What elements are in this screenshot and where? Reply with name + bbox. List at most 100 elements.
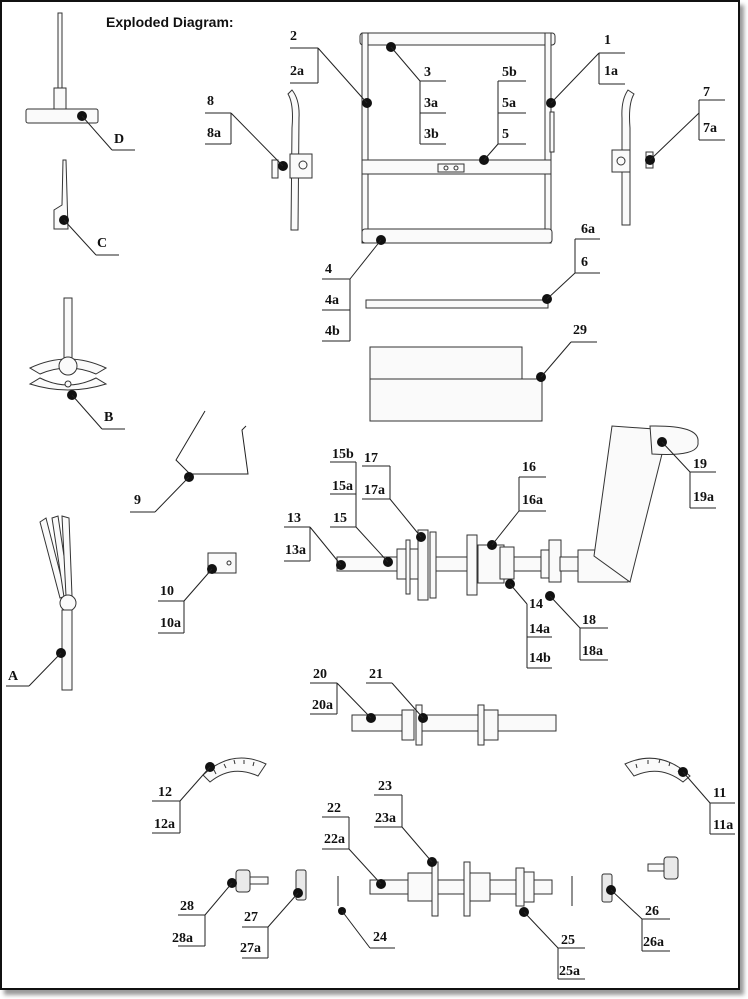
- callout-18: 18 18a: [545, 591, 608, 661]
- callout-label: 10: [160, 584, 174, 599]
- callout-label: 7: [703, 85, 710, 100]
- callout-label: 27: [244, 910, 258, 925]
- callout-label: 10a: [160, 616, 181, 631]
- callout-5: 5b 5a 5: [479, 65, 526, 165]
- callout-21: 21: [366, 667, 428, 723]
- diagram-title: Exploded Diagram:: [106, 14, 234, 30]
- callout-label: 24: [373, 930, 387, 945]
- callout-label: 14a: [529, 622, 550, 637]
- callout-label: 15a: [332, 479, 353, 494]
- callout-label: 4b: [325, 324, 340, 339]
- callout-4: 4 4a 4b: [322, 235, 386, 342]
- callout-label: 14: [529, 597, 543, 612]
- callout-label: 28a: [172, 931, 193, 946]
- callout-label: 19a: [693, 490, 714, 505]
- callout-label: 28: [180, 899, 194, 914]
- callout-label: 9: [134, 493, 141, 508]
- callout-8: 8 8a: [205, 94, 288, 171]
- tool-c-wedge: [53, 159, 69, 230]
- callout-label: 1: [604, 33, 611, 48]
- callout-label: 16a: [522, 493, 543, 508]
- callout-label: 8: [207, 94, 214, 109]
- callout-label: 6a: [581, 222, 595, 237]
- callout-11: 11 11a: [678, 767, 735, 835]
- callout-7: 7 7a: [645, 85, 725, 165]
- callout-label: D: [114, 132, 124, 147]
- callout-label: 4: [325, 262, 332, 277]
- shaft-middle: [351, 704, 557, 746]
- callout-label: 17a: [364, 483, 385, 498]
- callout-label: 2: [290, 29, 297, 44]
- callout-label: 15b: [332, 447, 354, 462]
- knob-part-28: [235, 869, 269, 893]
- callout-label: 14b: [529, 651, 551, 666]
- callout-label: 11a: [713, 818, 733, 833]
- callout-label: 5b: [502, 65, 517, 80]
- callout-label: 17: [364, 451, 378, 466]
- tool-a-tongs: [39, 515, 77, 691]
- callout-label: 13: [287, 511, 301, 526]
- callout-label: 6: [581, 255, 588, 270]
- callout-10: 10 10a: [158, 564, 217, 634]
- callout-15: 15b 15a 15: [330, 447, 393, 567]
- callout-label: 12: [158, 785, 172, 800]
- callout-12: 12 12a: [152, 762, 215, 834]
- callout-label: 4a: [325, 293, 339, 308]
- callout-label: 23: [378, 779, 392, 794]
- callout-27: 27 27a: [240, 888, 303, 959]
- callout-25: 25 25a: [519, 907, 585, 980]
- callout-label: 15: [333, 511, 347, 526]
- wire-bracket-part-9: [175, 410, 249, 475]
- scale-left: [202, 757, 267, 783]
- callout-label: C: [97, 236, 107, 251]
- callout-label: 20a: [312, 698, 333, 713]
- callout-2: 2 2a: [290, 29, 372, 108]
- crank-handle: [577, 425, 699, 583]
- callout-label: 23a: [375, 811, 396, 826]
- callout-19: 19 19a: [657, 437, 716, 509]
- callout-6: 6a 6: [542, 222, 600, 304]
- callouts: 1 1a 2 2a 3 3a 3b: [6, 29, 735, 980]
- knob-part-26: [571, 856, 679, 906]
- rod-part-6: [365, 299, 549, 309]
- callout-label: 21: [369, 667, 383, 682]
- callout-label: 26a: [643, 935, 664, 950]
- callout-label: 26: [645, 904, 659, 919]
- callout-d: D: [77, 111, 135, 151]
- block-part-29: [369, 346, 543, 422]
- callout-label: 19: [693, 457, 707, 472]
- shaft-assembly-upper: [336, 529, 579, 601]
- callout-24: 24: [338, 907, 395, 949]
- callout-label: 25a: [559, 964, 580, 979]
- callout-label: 25: [561, 933, 575, 948]
- callout-20: 20 20a: [310, 667, 376, 723]
- callout-14: 14 14a 14b: [505, 579, 552, 669]
- callout-1: 1 1a: [546, 33, 625, 108]
- callout-label: 3a: [424, 96, 438, 111]
- callout-label: 16: [522, 460, 536, 475]
- tool-b-clamp: [28, 297, 108, 391]
- callout-label: 5: [502, 127, 509, 142]
- bracket-left: [271, 89, 313, 231]
- callout-label: 22a: [324, 832, 345, 847]
- callout-label: 5a: [502, 96, 516, 111]
- callout-label: 13a: [285, 543, 306, 558]
- callout-23: 23 23a: [374, 779, 437, 867]
- callout-label: 3b: [424, 127, 439, 142]
- callout-label: B: [104, 410, 113, 425]
- callout-label: A: [8, 669, 19, 684]
- tool-d-t-handle: [25, 12, 99, 124]
- callout-label: 2a: [290, 64, 304, 79]
- callout-label: 22: [327, 801, 341, 816]
- callout-16: 16 16a: [487, 460, 546, 550]
- callout-17: 17 17a: [362, 451, 426, 542]
- callout-label: 8a: [207, 126, 221, 141]
- shaft-lower: [369, 861, 553, 917]
- callout-28: 28 28a: [172, 878, 237, 947]
- callout-a: A: [6, 648, 66, 687]
- callout-label: 29: [573, 323, 587, 338]
- callout-label: 1a: [604, 64, 618, 79]
- callout-b: B: [67, 390, 125, 430]
- callout-13: 13 13a: [284, 511, 346, 570]
